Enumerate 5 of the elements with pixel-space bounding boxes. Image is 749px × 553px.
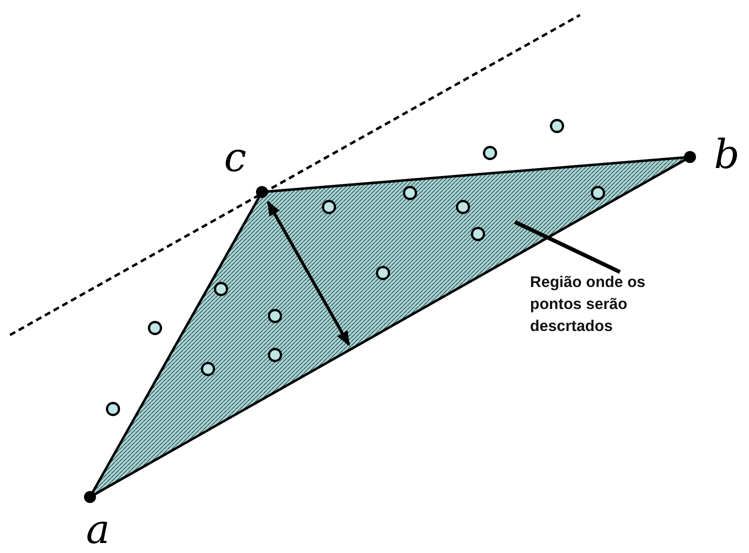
leader-line — [514, 220, 621, 274]
annotation-text: Região onde os pontos serão descrtados — [530, 273, 646, 337]
vertex-label: a — [86, 510, 110, 550]
vertex-label: c — [224, 138, 246, 178]
vertex-label: b — [714, 135, 740, 175]
